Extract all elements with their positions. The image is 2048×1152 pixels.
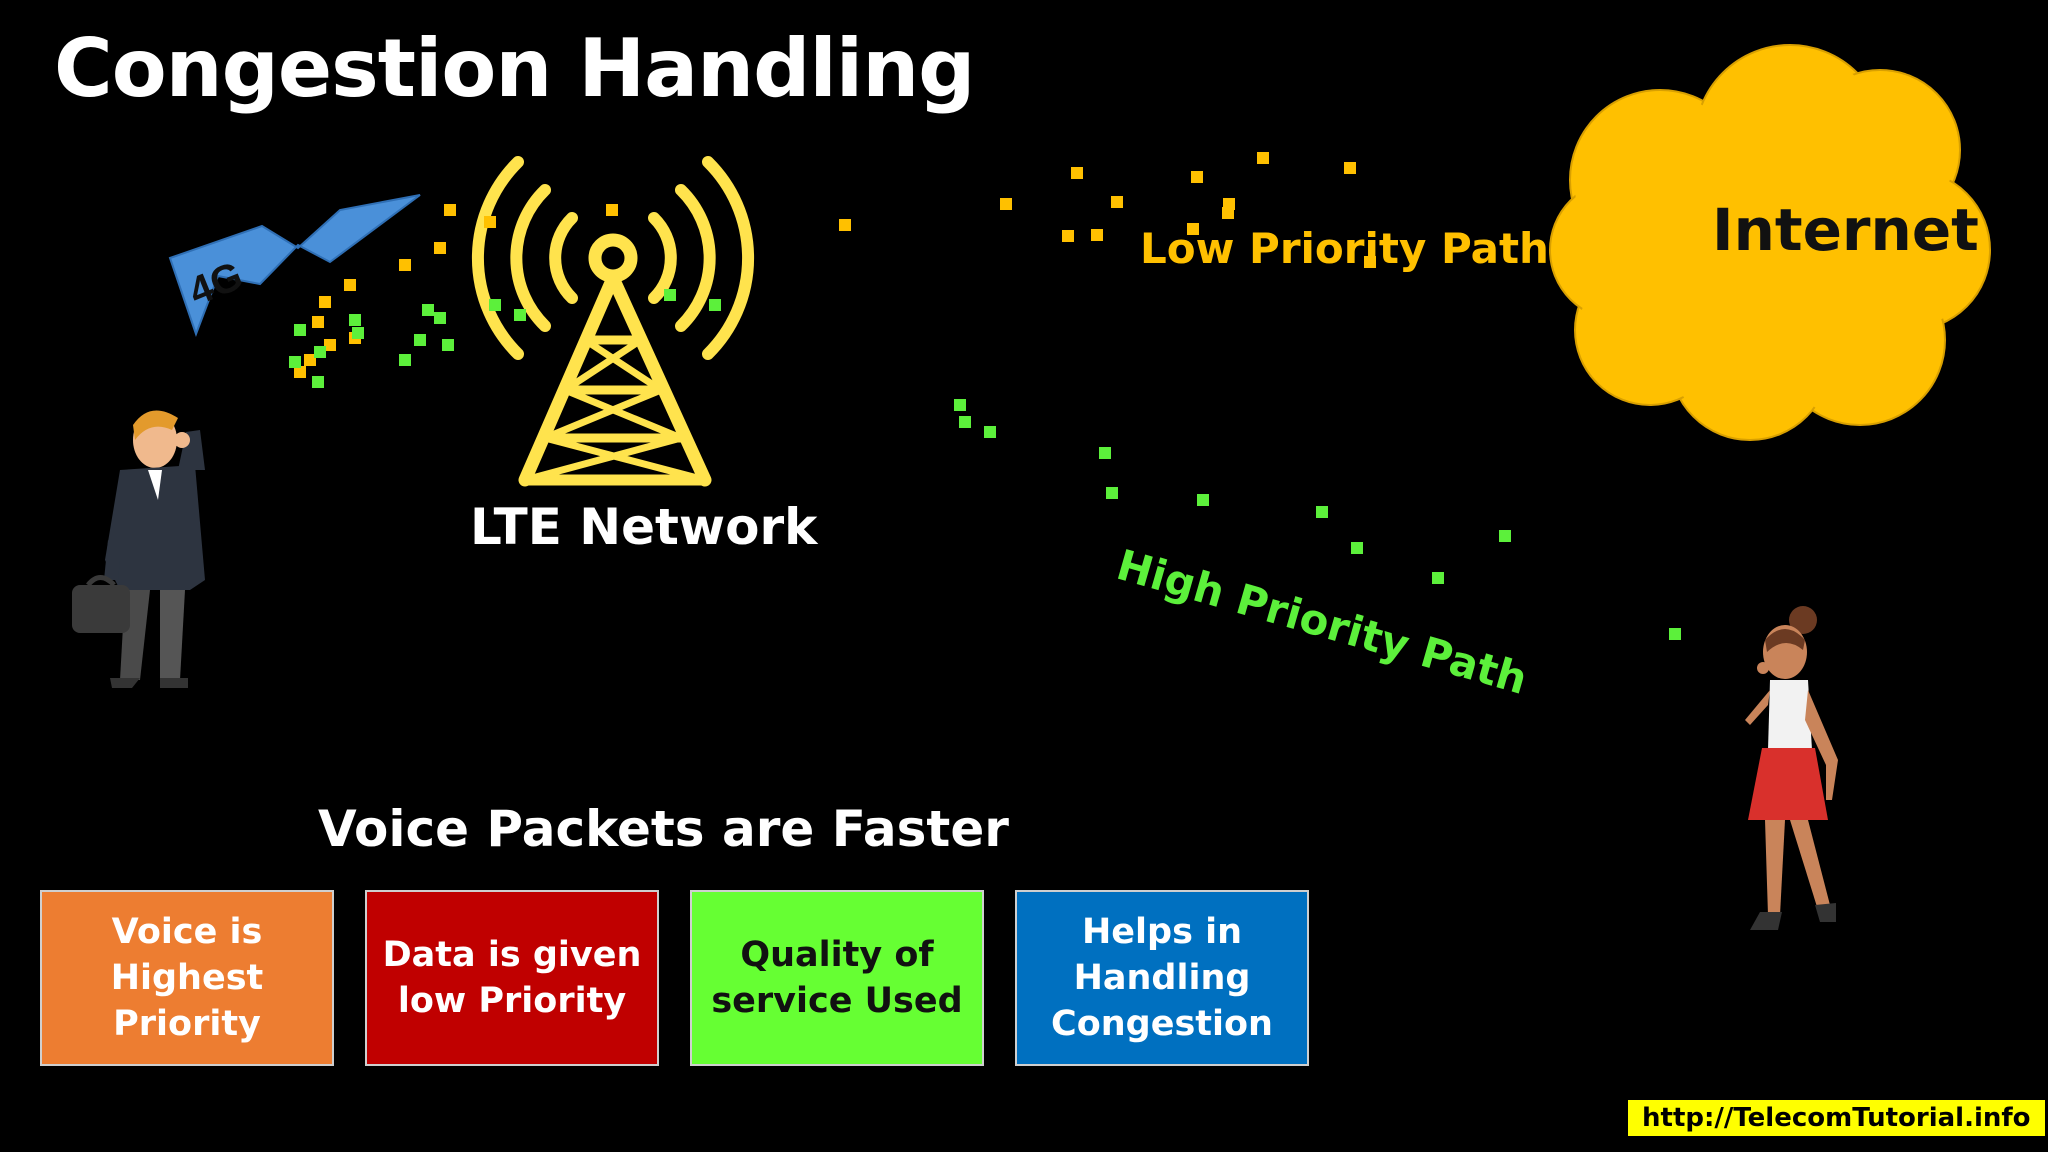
packet-square — [984, 426, 996, 438]
packet-square — [352, 327, 364, 339]
packet-square — [349, 314, 361, 326]
packet-square — [444, 204, 456, 216]
info-box-data-priority: Data is given low Priority — [365, 890, 659, 1066]
info-box-text: Voice is Highest Priority — [110, 912, 264, 1044]
packet-square — [1669, 628, 1681, 640]
packet-square — [514, 309, 526, 321]
lightning-bolt-icon — [168, 194, 421, 337]
packet-square — [1111, 196, 1123, 208]
packet-square — [1364, 256, 1376, 268]
info-box-text: Quality of service Used — [711, 935, 963, 1021]
packet-square — [606, 204, 618, 216]
low-priority-path-label: Low Priority Path — [1140, 224, 1549, 273]
lte-network-label: LTE Network — [470, 498, 818, 556]
packet-square — [312, 316, 324, 328]
packet-square — [1499, 530, 1511, 542]
info-box-voice-priority: Voice is Highest Priority — [40, 890, 334, 1066]
packet-square — [709, 299, 721, 311]
internet-cloud-icon — [1549, 44, 1991, 441]
packet-square — [304, 354, 316, 366]
packet-layer — [289, 152, 1681, 640]
packet-square — [422, 304, 434, 316]
packet-square — [1106, 487, 1118, 499]
packet-square — [324, 339, 336, 351]
packet-square — [954, 399, 966, 411]
packet-square — [294, 366, 306, 378]
packet-square — [434, 312, 446, 324]
packet-square — [1071, 167, 1083, 179]
packet-square — [312, 376, 324, 388]
packet-square — [434, 242, 446, 254]
info-box-text: Data is given low Priority — [382, 935, 642, 1021]
footer-url[interactable]: http://TelecomTutorial.info — [1628, 1100, 2045, 1136]
internet-label: Internet — [1712, 196, 1979, 264]
packet-square — [319, 296, 331, 308]
packet-square — [1062, 230, 1074, 242]
packet-square — [1191, 171, 1203, 183]
packet-square — [442, 339, 454, 351]
packet-square — [344, 279, 356, 291]
packet-square — [1187, 223, 1199, 235]
packet-square — [294, 324, 306, 336]
packet-square — [489, 299, 501, 311]
man-with-phone-icon — [72, 410, 205, 688]
packet-square — [1000, 198, 1012, 210]
woman-with-phone-icon — [1745, 606, 1838, 930]
cell-tower-icon — [471, 156, 755, 487]
packet-square — [1091, 229, 1103, 241]
packet-square — [399, 259, 411, 271]
packet-square — [1344, 162, 1356, 174]
packet-square — [664, 289, 676, 301]
packet-square — [1197, 494, 1209, 506]
page-title: Congestion Handling — [54, 22, 975, 115]
info-box-text: Helps in Handling Congestion — [1051, 912, 1273, 1044]
packet-square — [399, 354, 411, 366]
packet-square — [1351, 542, 1363, 554]
packet-square — [484, 216, 496, 228]
packet-square — [414, 334, 426, 346]
info-box-congestion: Helps in Handling Congestion — [1015, 890, 1309, 1066]
packet-square — [314, 346, 326, 358]
packet-square — [1432, 572, 1444, 584]
packet-square — [959, 416, 971, 428]
packet-square — [289, 356, 301, 368]
packet-square — [839, 219, 851, 231]
badge-4g-label: 4G — [183, 254, 249, 315]
packet-square — [1257, 152, 1269, 164]
packet-square — [1099, 447, 1111, 459]
info-box-qos: Quality of service Used — [690, 890, 984, 1066]
packet-square — [1222, 207, 1234, 219]
subtitle: Voice Packets are Faster — [318, 800, 1009, 858]
packet-square — [1316, 506, 1328, 518]
